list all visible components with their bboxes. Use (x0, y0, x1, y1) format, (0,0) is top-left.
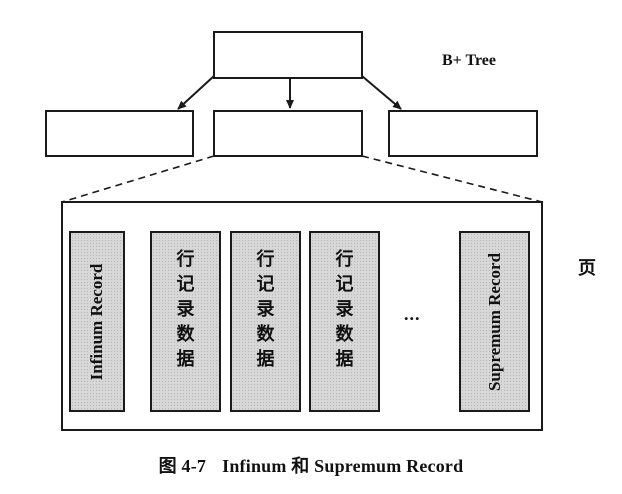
arrow-to-right-child (361, 75, 402, 110)
record-char: 记 (335, 274, 354, 294)
row-record-box-1: 行记录数据 (150, 231, 221, 412)
row-record-label-1: 行记录数据 (152, 247, 219, 372)
more-records-ellipsis: ... (404, 304, 421, 324)
figure-number: 图 4-7 (158, 456, 207, 476)
page-label: 页 (578, 258, 596, 278)
supremum-record-box: Supremum Record (459, 231, 530, 412)
row-record-label-2: 行记录数据 (232, 247, 299, 372)
bplus-tree-label: B+ Tree (442, 52, 496, 69)
child-node-left (45, 110, 194, 157)
zoom-line-left (61, 155, 215, 203)
record-char: 行 (256, 249, 275, 269)
record-char: 据 (176, 349, 195, 369)
infimum-record-label: Infinum Record (87, 263, 106, 380)
record-char: 行 (176, 249, 195, 269)
record-char: 记 (176, 274, 195, 294)
record-char: 记 (256, 274, 275, 294)
zoom-line-right (361, 155, 543, 203)
record-char: 录 (176, 299, 195, 319)
infimum-record-box: Infinum Record (69, 231, 125, 412)
record-char: 据 (335, 349, 354, 369)
row-record-box-3: 行记录数据 (309, 231, 380, 412)
figure-caption: 图 4-7 Infinum 和 Supremum Record (0, 452, 622, 478)
row-record-box-2: 行记录数据 (230, 231, 301, 412)
record-char: 行 (335, 249, 354, 269)
supremum-record-label: Supremum Record (484, 252, 504, 391)
record-char: 数 (176, 324, 195, 344)
arrow-to-left-child (177, 75, 215, 110)
child-node-middle (213, 110, 363, 157)
record-char: 录 (256, 299, 275, 319)
record-char: 据 (256, 349, 275, 369)
row-record-label-3: 行记录数据 (311, 247, 378, 372)
child-node-right (388, 110, 538, 157)
record-char: 录 (335, 299, 354, 319)
record-char: 数 (256, 324, 275, 344)
root-node (213, 31, 363, 79)
figure-title: Infinum 和 Supremum Record (222, 456, 464, 476)
record-char: 数 (335, 324, 354, 344)
